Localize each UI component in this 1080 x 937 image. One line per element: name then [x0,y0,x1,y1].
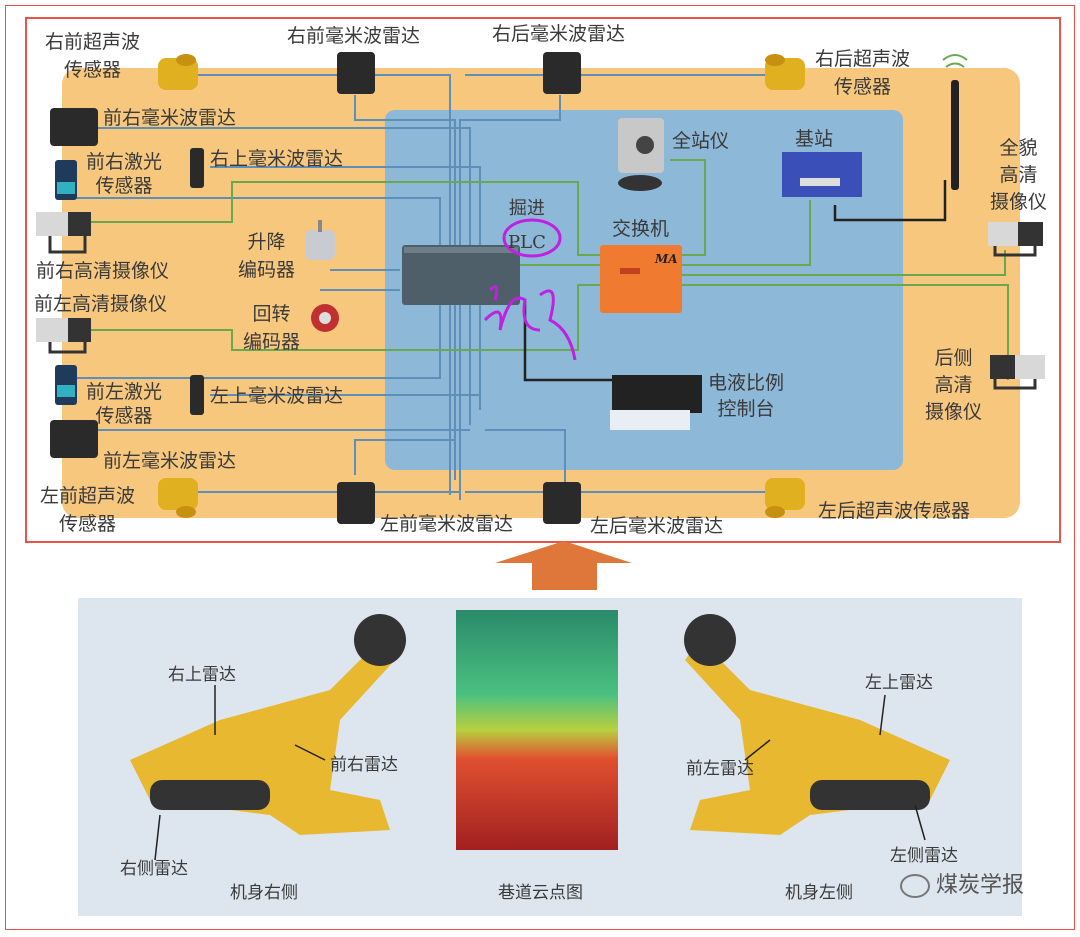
label-right-rear-mmwave: 右后毫米波雷达 [492,23,626,45]
ethernet-line [90,284,600,351]
base-station-icon [782,152,862,197]
label-left-rear-mmwave: 左后毫米波雷达 [590,515,724,537]
label-front-left-radar: 前左雷达 [686,759,754,779]
label-front-right-radar: 前右雷达 [330,755,398,775]
ethernet-line [90,181,600,256]
bus-line [459,95,561,500]
mmwave-radar-icon [543,482,581,524]
watermark-text: 煤炭学报 [936,873,1025,898]
mmwave-radar-icon [50,108,98,146]
ethernet-line [680,250,1006,276]
label-right-upper-mmwave: 右上毫米波雷达 [210,148,344,170]
bus-line [354,439,455,475]
label-right-rear-ultrasonic: 右后超声波 传感器 [815,48,911,98]
label-right-side-radar: 右侧雷达 [120,859,188,879]
hydraulic-console-icon [610,375,702,430]
bus-line [195,74,451,495]
roadheader-left-side-icon [684,614,950,835]
callout-lines [154,685,926,861]
flow-arrow-icon [495,541,632,590]
bus-line [485,429,566,490]
switch-badge: MA [654,252,678,266]
antenna-cable [833,180,947,222]
hd-camera-icon [990,355,1045,390]
label-front-left-laser: 前左激光 传感器 [86,381,163,427]
ultrasonic-sensor-icon [765,478,805,518]
hd-camera-icon [988,222,1043,257]
label-left-front-mmwave: 左前毫米波雷达 [380,513,514,535]
mmwave-radar-icon [337,482,375,524]
laser-sensor-icon [55,160,77,200]
label-plc: 掘进 PLC [508,198,546,253]
label-left-side-radar: 左侧雷达 [890,846,958,866]
caption-left-side: 机身左侧 [785,883,853,903]
total-station-icon [618,118,664,191]
ethernet-line [670,159,706,256]
upper-radar-icon [190,148,204,188]
ethernet-line [680,284,1009,380]
label-lift-encoder: 升降 编码器 [238,231,296,281]
ultrasonic-sensor-icon [158,54,198,90]
mmwave-radar-icon [50,420,98,458]
rotary-encoder-icon [311,304,339,332]
mmwave-radar-icon [543,52,581,94]
caption-right-side: 机身右侧 [230,883,298,903]
watermark: 煤炭学报 [900,874,1024,898]
label-front-right-laser: 前右激光 传感器 [86,151,163,197]
mmwave-radar-icon [337,52,375,94]
lift-encoder-icon [305,220,335,260]
label-right-front-ultrasonic: 右前超声波 传感器 [45,31,141,81]
bus-line [95,127,471,425]
laser-sensor-icon [55,365,77,405]
outer-frame [5,5,1075,930]
switch-icon: MA [600,245,682,313]
ultrasonic-sensor-icon [158,478,198,518]
label-left-upper-mmwave: 左上毫米波雷达 [210,385,344,407]
point-cloud-image [456,610,618,850]
system-diagram-frame [25,17,1061,543]
label-hydraulic-console: 电液比例 控制台 [708,372,785,420]
hd-camera-icon [36,318,91,354]
label-base-station: 基站 [795,128,834,150]
handwritten-annotation [483,218,577,361]
caption-point-cloud: 巷道云点图 [498,883,583,903]
ethernet-line [680,200,811,266]
label-front-right-hd-camera: 前右高清摄像仪 [36,260,170,282]
bus-line [210,166,481,410]
upper-radar-icon [190,375,204,415]
label-front-left-mmwave: 前左毫米波雷达 [103,450,237,472]
label-right-front-mmwave: 右前毫米波雷达 [287,25,421,47]
label-left-rear-ultrasonic: 左后超声波传感器 [818,500,971,522]
label-left-upper-radar: 左上雷达 [865,673,933,693]
label-front-right-mmwave: 前右毫米波雷达 [103,107,237,129]
label-total-station: 全站仪 [672,130,730,152]
label-right-upper-radar: 右上雷达 [168,665,236,685]
label-left-front-ultrasonic: 左前超声波 传感器 [40,485,136,535]
wechat-icon [900,874,930,898]
label-rear-hd-camera: 后侧 高清 摄像仪 [925,347,983,423]
roadheader-right-side-icon [130,614,406,835]
label-front-left-hd-camera: 前左高清摄像仪 [34,293,168,315]
ultrasonic-sensor-icon [765,54,805,90]
antenna-icon [942,54,968,190]
hydraulic-cable [523,300,620,382]
label-panoramic-hd-camera: 全貌 高清 摄像仪 [990,137,1048,213]
label-switch: 交换机 [612,218,670,240]
label-rotary-encoder: 回转 编码器 [243,303,301,353]
hd-camera-icon [36,212,91,254]
